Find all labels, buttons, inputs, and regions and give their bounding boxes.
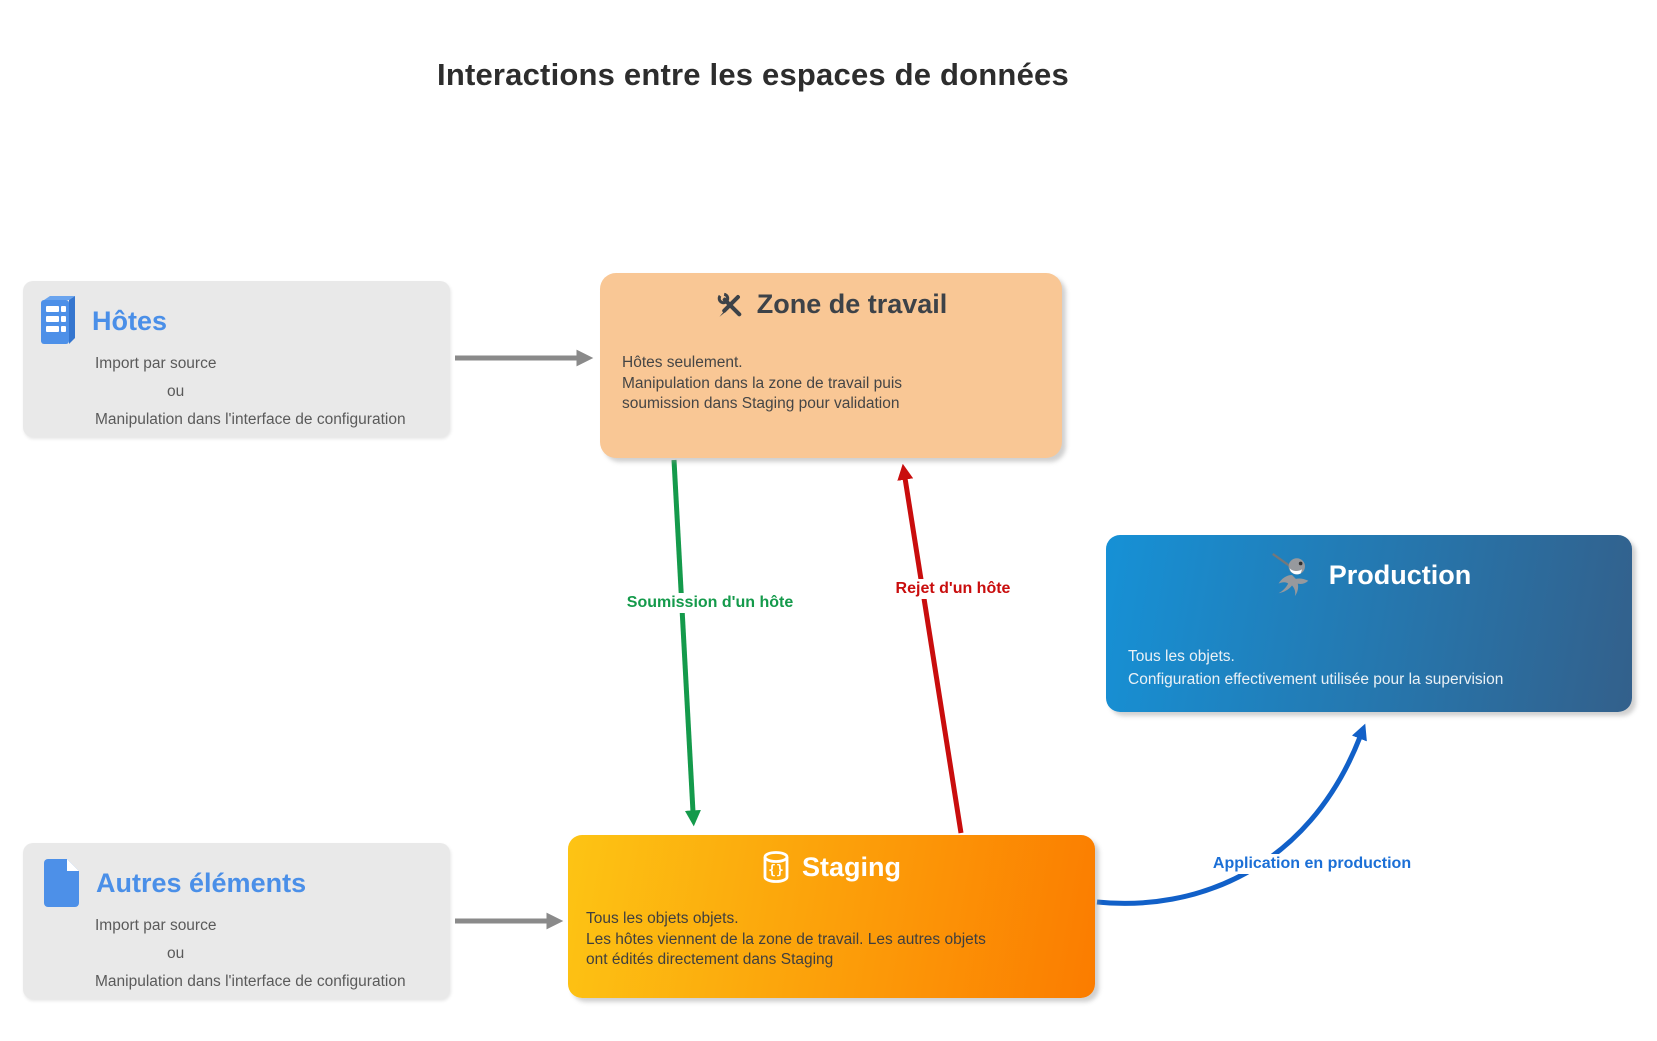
arrow-application-production	[1096, 723, 1367, 906]
node-production-title: Production	[1328, 559, 1472, 590]
text-line: Tous les objets objets.	[586, 910, 739, 927]
arrow-rejet	[897, 463, 964, 834]
node-zone-text: Hôtes seulement. Manipulation dans la zo…	[622, 353, 1062, 415]
node-staging: {} Staging Tous les objets objets. Les h…	[568, 835, 1095, 998]
node-staging-text: Tous les objets objets. Les hôtes vienne…	[586, 909, 1095, 971]
text-line: Les hôtes viennent de la zone de travail…	[586, 930, 986, 948]
document-icon	[44, 859, 79, 907]
edge-label-application: Application en production	[1207, 854, 1417, 874]
node-production-header: Production	[1106, 551, 1632, 599]
server-icon	[41, 296, 75, 344]
text-line: Configuration effectivement utilisée pou…	[1128, 671, 1504, 688]
mascot-icon	[1271, 552, 1309, 597]
node-hotes-text: Import par source ou Manipulation dans l…	[95, 350, 432, 434]
node-hotes-header: Hôtes	[41, 296, 432, 346]
svg-text:{}: {}	[768, 863, 784, 878]
text-line: soumission dans Staging pour validation	[622, 395, 900, 412]
text-line: Manipulation dans la zone de travail pui…	[622, 374, 903, 392]
node-autres-header: Autres éléments	[41, 858, 432, 908]
edge-label-rejet: Rejet d'un hôte	[890, 579, 1016, 599]
node-autres-title: Autres éléments	[96, 867, 307, 898]
text-line: Import par source	[95, 355, 217, 372]
database-icon: {}	[763, 851, 789, 883]
node-hotes-title: Hôtes	[92, 305, 168, 336]
node-zone-header: Zone de travail	[600, 289, 1062, 320]
node-autres-text: Import par source ou Manipulation dans l…	[95, 912, 432, 996]
text-line: Manipulation dans l'interface de configu…	[95, 411, 406, 428]
text-line: ou	[167, 945, 185, 962]
tools-icon	[714, 289, 742, 317]
text-line: ont édités directement dans Staging	[586, 951, 834, 968]
node-staging-header: {} Staging	[568, 850, 1095, 884]
edge-label-soumission: Soumission d'un hôte	[621, 593, 799, 613]
node-production: Production Tous les objets. Configuratio…	[1106, 535, 1632, 712]
text-line: ou	[167, 383, 185, 400]
node-zone-de-travail: Zone de travail Hôtes seulement. Manipul…	[600, 273, 1062, 458]
text-line: Manipulation dans l'interface de configu…	[95, 973, 406, 990]
text-line: Hôtes seulement.	[622, 354, 743, 371]
node-hotes: Hôtes Import par source ou Manipulation …	[23, 281, 450, 437]
node-zone-title: Zone de travail	[756, 289, 948, 319]
text-line: Tous les objets.	[1128, 648, 1235, 665]
text-line: Import par source	[95, 917, 217, 934]
node-production-text: Tous les objets. Configuration effective…	[1128, 645, 1632, 691]
page-title: Interactions entre les espaces de donnée…	[437, 57, 1069, 92]
node-staging-title: Staging	[802, 851, 901, 882]
node-autres-elements: Autres éléments Import par source ou Man…	[23, 843, 450, 999]
arrow-soumission	[671, 459, 701, 827]
